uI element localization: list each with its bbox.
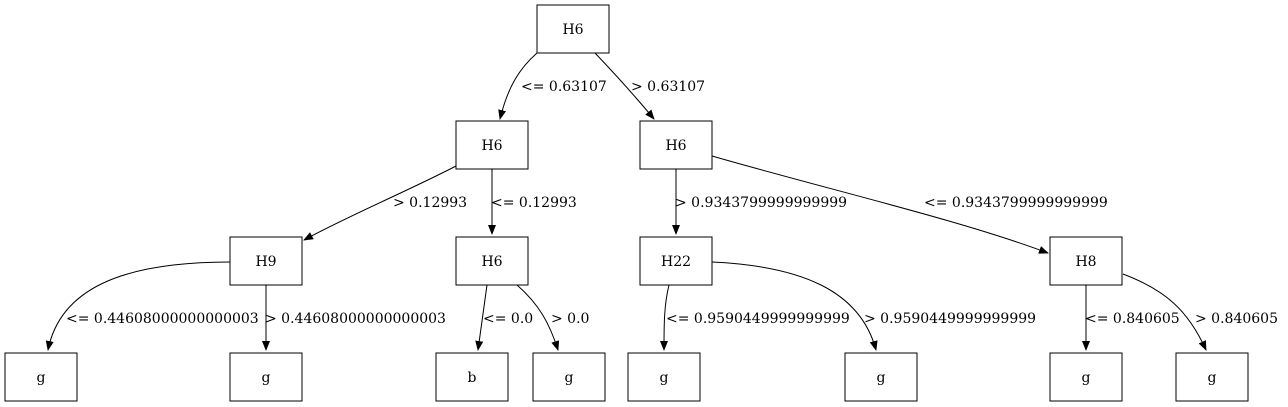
edge-arrow — [516, 284, 560, 351]
node-box — [229, 352, 303, 402]
node-label: g — [37, 370, 46, 386]
tree-edge-n0-n1: <= 0.63107 — [498, 52, 607, 120]
node-label: b — [468, 370, 477, 386]
tree-node-n6: H8 — [1049, 236, 1123, 286]
edge-label: > 0.840605 — [1195, 311, 1278, 327]
tree-node-n9: b — [435, 352, 509, 402]
tree-node-n12: g — [844, 352, 918, 402]
node-label: g — [262, 370, 271, 386]
tree-node-n8: g — [229, 352, 303, 402]
node-box — [435, 352, 509, 402]
edge-arrow — [594, 52, 655, 120]
tree-edge-n4-n10: > 0.0 — [516, 284, 589, 351]
node-box — [639, 120, 713, 170]
tree-node-n14: g — [1175, 352, 1249, 402]
tree-node-n0: H6 — [536, 4, 610, 54]
edge-arrow — [303, 164, 459, 241]
node-label: H6 — [562, 22, 583, 38]
edge-label: > 0.9343799999999999 — [675, 195, 847, 211]
node-box — [627, 352, 701, 402]
tree-node-n5: H22 — [639, 236, 713, 286]
node-label: g — [565, 370, 574, 386]
tree-edge-n0-n2: > 0.63107 — [594, 52, 705, 120]
tree-edge-n6-n13: <= 0.840605 — [1082, 285, 1180, 351]
tree-node-n11: g — [627, 352, 701, 402]
node-box — [455, 120, 529, 170]
edge-label: <= 0.0 — [483, 311, 533, 327]
edge-label: <= 0.44608000000000003 — [66, 311, 259, 327]
node-label: g — [1082, 370, 1091, 386]
tree-node-n13: g — [1049, 352, 1123, 402]
tree-edge-n3-n7: <= 0.44608000000000003 — [45, 261, 259, 351]
tree-node-n2: H6 — [639, 120, 713, 170]
node-label: H6 — [481, 138, 502, 154]
tree-node-n10: g — [532, 352, 606, 402]
edge-label: > 0.0 — [551, 311, 589, 327]
edge-arrow — [498, 52, 538, 120]
node-label: g — [660, 370, 669, 386]
edge-arrow — [1122, 273, 1207, 351]
edge-label: > 0.63107 — [631, 79, 705, 95]
node-label: H8 — [1075, 254, 1096, 270]
node-label: H6 — [481, 254, 502, 270]
tree-node-n3: H9 — [229, 236, 303, 286]
node-box — [1049, 236, 1123, 286]
edge-arrow — [711, 155, 1049, 254]
edge-arrow — [660, 284, 670, 351]
tree-edge-n6-n14: > 0.840605 — [1122, 273, 1278, 351]
edge-arrow — [475, 284, 488, 351]
node-box — [532, 352, 606, 402]
edge-arrow — [45, 261, 231, 351]
edge-label: <= 0.9590449999999999 — [666, 311, 850, 327]
node-label: g — [1208, 370, 1217, 386]
node-label: g — [877, 370, 886, 386]
tree-edge-n2-n5: > 0.9343799999999999 — [672, 169, 847, 235]
node-box — [455, 236, 529, 286]
tree-edge-n4-n9: <= 0.0 — [475, 284, 533, 351]
node-box — [844, 352, 918, 402]
node-box — [1049, 352, 1123, 402]
tree-edge-n1-n4: <= 0.12993 — [488, 169, 577, 235]
node-box — [1175, 352, 1249, 402]
node-label: H9 — [255, 254, 276, 270]
node-box — [536, 4, 610, 54]
edge-arrow — [711, 261, 878, 351]
tree-node-n7: g — [4, 352, 78, 402]
edge-label: > 0.9590449999999999 — [864, 311, 1036, 327]
edge-label: > 0.12993 — [393, 195, 467, 211]
tree-node-n4: H6 — [455, 236, 529, 286]
node-box — [229, 236, 303, 286]
tree-node-n1: H6 — [455, 120, 529, 170]
edge-label: <= 0.12993 — [491, 195, 577, 211]
edge-label: <= 0.840605 — [1085, 311, 1180, 327]
tree-edge-n5-n12: > 0.9590449999999999 — [711, 261, 1036, 351]
tree-edge-n5-n11: <= 0.9590449999999999 — [660, 284, 850, 351]
edge-label: <= 0.9343799999999999 — [924, 195, 1108, 211]
edge-label: <= 0.63107 — [521, 79, 607, 95]
edge-label: > 0.44608000000000003 — [265, 311, 446, 327]
tree-edge-n3-n8: > 0.44608000000000003 — [262, 285, 446, 351]
node-label: H6 — [665, 138, 686, 154]
node-box — [639, 236, 713, 286]
node-box — [4, 352, 78, 402]
tree-edge-n2-n6: <= 0.9343799999999999 — [711, 155, 1108, 254]
edges-layer: <= 0.63107 > 0.63107 > 0.12993 <= 0.12993 > … — [45, 52, 1278, 351]
node-label: H22 — [661, 254, 691, 270]
tree-edge-n1-n3: > 0.12993 — [303, 164, 467, 241]
